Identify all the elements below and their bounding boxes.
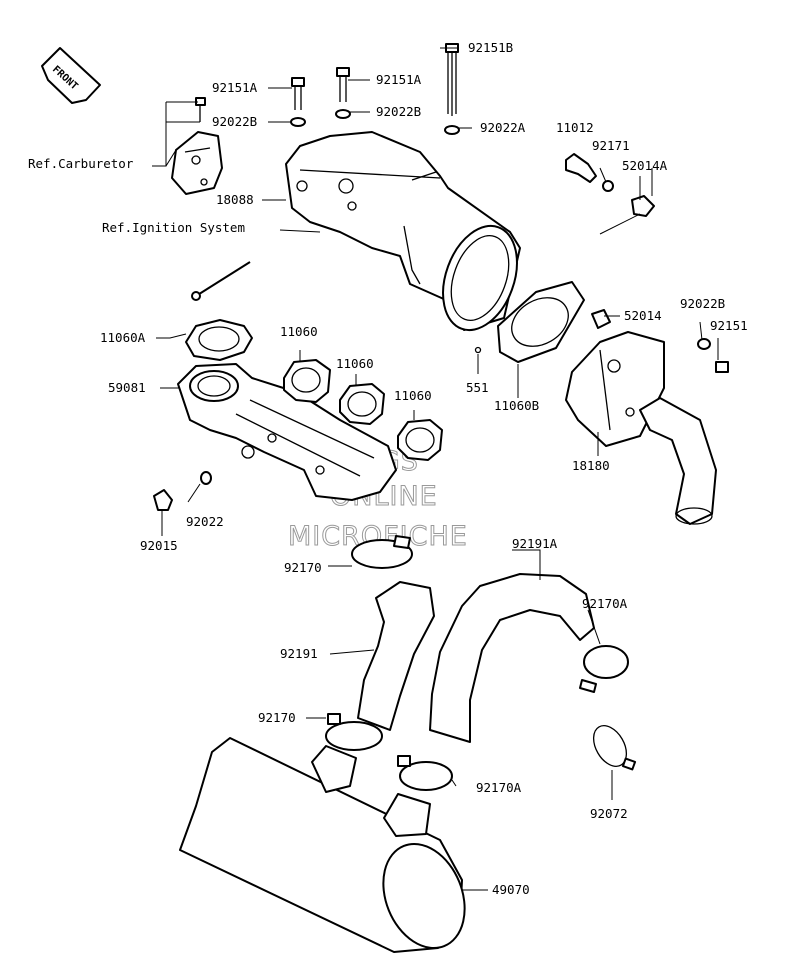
bolt-92151-right — [715, 361, 729, 373]
label-92072: 92072 — [590, 806, 628, 821]
label-551: 551 — [466, 380, 489, 395]
clamp-92170-top — [351, 535, 413, 569]
gasket-11060A — [185, 319, 253, 361]
label-11060-3: 11060 — [394, 388, 432, 403]
label-92022B-left: 92022B — [212, 114, 257, 129]
stud-551 — [474, 346, 482, 354]
label-92170A-right: 92170A — [582, 596, 628, 611]
label-11060B: 11060B — [494, 398, 539, 413]
gasket-11060-1 — [283, 359, 331, 403]
washer-92022 — [200, 471, 212, 485]
gasket-11060-2 — [339, 383, 385, 425]
label-92015: 92015 — [140, 538, 178, 553]
label-ref-ignition: Ref.Ignition System — [102, 220, 245, 235]
plug-52014A — [631, 195, 655, 217]
tie-strap-92072 — [592, 725, 637, 771]
label-52014: 52014 — [624, 308, 662, 323]
label-92171: 92171 — [592, 138, 630, 153]
plug-52014 — [591, 309, 611, 329]
exhaust-pipe-18088 — [285, 131, 521, 332]
label-92022B-top: 92022B — [376, 104, 421, 119]
fitting-11012 — [565, 153, 597, 183]
label-92022B-right: 92022B — [680, 296, 725, 311]
clamp-92170A-right — [579, 645, 629, 693]
washer-92022A — [444, 125, 460, 135]
bolt-92151A-left — [291, 77, 305, 110]
carburetor-bracket — [171, 131, 223, 195]
nut-92015 — [153, 489, 173, 511]
gasket-11060-3 — [397, 419, 443, 461]
label-59081: 59081 — [108, 380, 146, 395]
label-92022: 92022 — [186, 514, 224, 529]
front-arrow-badge: FRONT — [41, 47, 101, 104]
label-92151A-top: 92151A — [376, 72, 422, 87]
washer-92022B-top — [335, 109, 351, 119]
label-92170-low: 92170 — [258, 710, 296, 725]
label-11060-1: 11060 — [280, 324, 318, 339]
label-92022A: 92022A — [480, 120, 526, 135]
exhaust-chamber-18180 — [565, 331, 717, 525]
label-92170-top: 92170 — [284, 560, 322, 575]
clamp-92170A-low — [397, 755, 453, 791]
hose-92191A — [429, 573, 595, 743]
hose-92191 — [357, 581, 435, 731]
label-92191: 92191 — [280, 646, 318, 661]
bolt-92151A-top — [336, 67, 350, 102]
clip-92171 — [602, 180, 614, 192]
washer-92022B-right — [697, 338, 711, 350]
label-ref-carburetor: Ref.Carburetor — [28, 156, 134, 171]
label-11012: 11012 — [556, 120, 594, 135]
label-18088: 18088 — [216, 192, 254, 207]
part-labels: 92151B 92151A 92151A 92022B 92022B 92022… — [28, 40, 748, 897]
ignition-cable — [191, 261, 251, 301]
label-92151A-left: 92151A — [212, 80, 258, 95]
bolt-92151B — [445, 43, 459, 116]
label-92170A-low: 92170A — [476, 780, 522, 795]
label-52014A: 52014A — [622, 158, 668, 173]
label-11060-2: 11060 — [336, 356, 374, 371]
washer-92022B-left — [290, 117, 306, 127]
label-92151B: 92151B — [468, 40, 513, 55]
label-18180: 18180 — [572, 458, 610, 473]
label-49070: 49070 — [492, 882, 530, 897]
label-11060A: 11060A — [100, 330, 146, 345]
clamp-92170-low — [325, 713, 383, 751]
gasket-11060B — [497, 281, 585, 363]
leader-lines — [152, 47, 719, 891]
muffler-49070 — [179, 737, 466, 953]
exhaust-manifold-59081 — [177, 363, 397, 501]
label-92151-right: 92151 — [710, 318, 748, 333]
label-92191A: 92191A — [512, 536, 558, 551]
